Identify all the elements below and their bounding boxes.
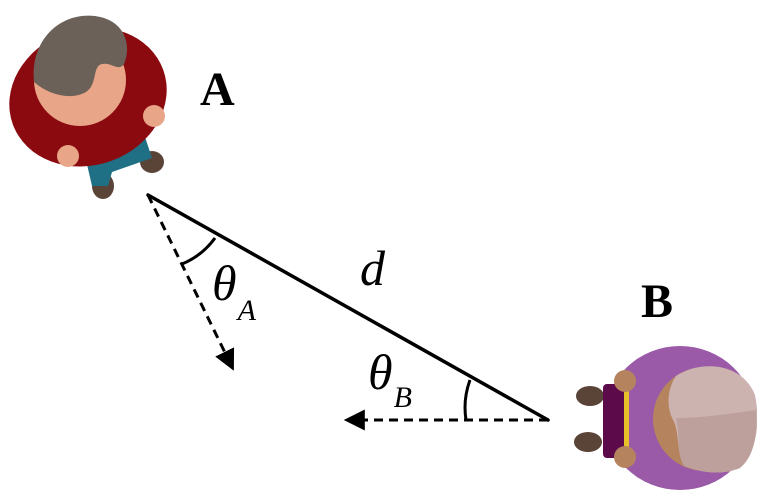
angle-b-subscript: B — [394, 381, 412, 414]
direction-arrow-a — [146, 194, 235, 371]
distance-line — [146, 193, 550, 422]
person-a-figure — [9, 15, 167, 199]
angle-b-label: θB — [368, 344, 412, 414]
angle-a-subscript: A — [236, 294, 257, 327]
person-b-shoe-bottom — [574, 432, 602, 452]
person-b-figure — [574, 346, 757, 490]
angle-a-label: θA — [212, 255, 257, 327]
angle-a-symbol: θ — [212, 255, 237, 311]
person-b-belt — [624, 386, 629, 456]
angle-arc-b — [463, 379, 472, 421]
person-b-shoe-top — [576, 386, 604, 406]
person-b-hand-bottom — [614, 446, 636, 468]
person-a-label: A — [200, 63, 235, 116]
person-b-label: B — [641, 275, 673, 328]
person-b-hair-shade — [676, 410, 757, 473]
person-a-hand-left — [57, 145, 79, 167]
distance-label: d — [360, 240, 386, 296]
person-b-hand-top — [614, 370, 636, 392]
angle-b-symbol: θ — [368, 344, 393, 400]
person-a-hand-right — [143, 105, 165, 127]
angle-arc-a — [181, 237, 217, 266]
person-b-pants — [603, 384, 627, 458]
person-a-hair — [33, 15, 128, 97]
